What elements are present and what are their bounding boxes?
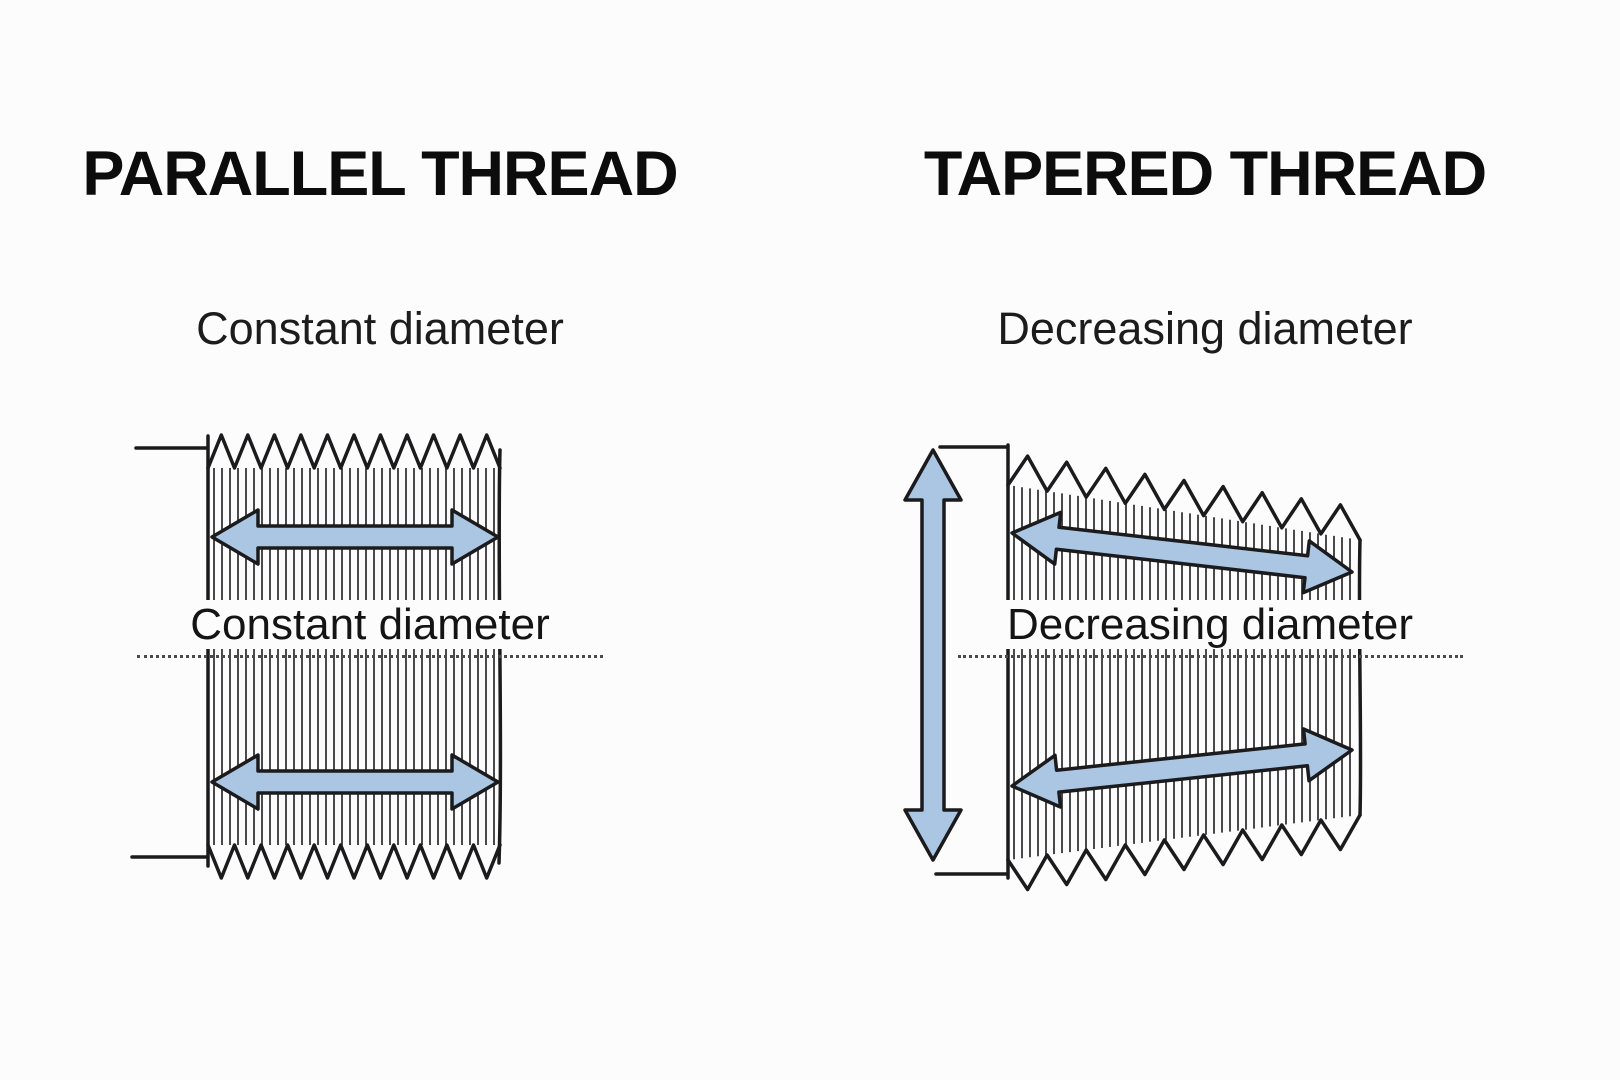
parallel-thread-figure: [130, 433, 503, 880]
parallel-thread-subtitle: Constant diameter: [196, 303, 564, 354]
tapered-thread-end-cap: [1357, 538, 1363, 817]
tapered-thread-figure: [903, 443, 1363, 892]
tapered-centerline: [958, 655, 1463, 658]
tapered-vertical-diameter-arrow: [903, 448, 963, 862]
tapered-diameter-label-text: Decreasing diameter: [1001, 600, 1419, 649]
parallel-pipe-shoulder: [130, 434, 210, 868]
parallel-upper-diameter-arrow: [210, 508, 500, 566]
parallel-thread-end-cap: [497, 448, 503, 865]
parallel-diameter-label-text: Constant diameter: [184, 600, 556, 649]
tapered-thread-title: TAPERED THREAD: [923, 139, 1487, 209]
parallel-lower-diameter-arrow: [210, 753, 500, 811]
parallel-diameter-label: Constant diameter: [130, 600, 610, 650]
tapered-diameter-label: Decreasing diameter: [950, 600, 1470, 650]
tapered-lower-taper-arrow: [1010, 727, 1354, 809]
parallel-thread-top-crests: [206, 433, 502, 470]
tapered-thread-top-crests: [1006, 454, 1362, 542]
tapered-pipe-shoulder: [934, 443, 1010, 880]
parallel-thread-title: PARALLEL THREAD: [82, 139, 678, 209]
tapered-thread-subtitle: Decreasing diameter: [997, 303, 1413, 354]
tapered-thread-bottom-crests: [1006, 813, 1362, 892]
parallel-thread-bottom-crests: [206, 843, 502, 880]
tapered-thread-hatching: [1013, 485, 1351, 860]
parallel-centerline: [137, 655, 603, 658]
tapered-upper-taper-arrow: [1010, 510, 1354, 595]
